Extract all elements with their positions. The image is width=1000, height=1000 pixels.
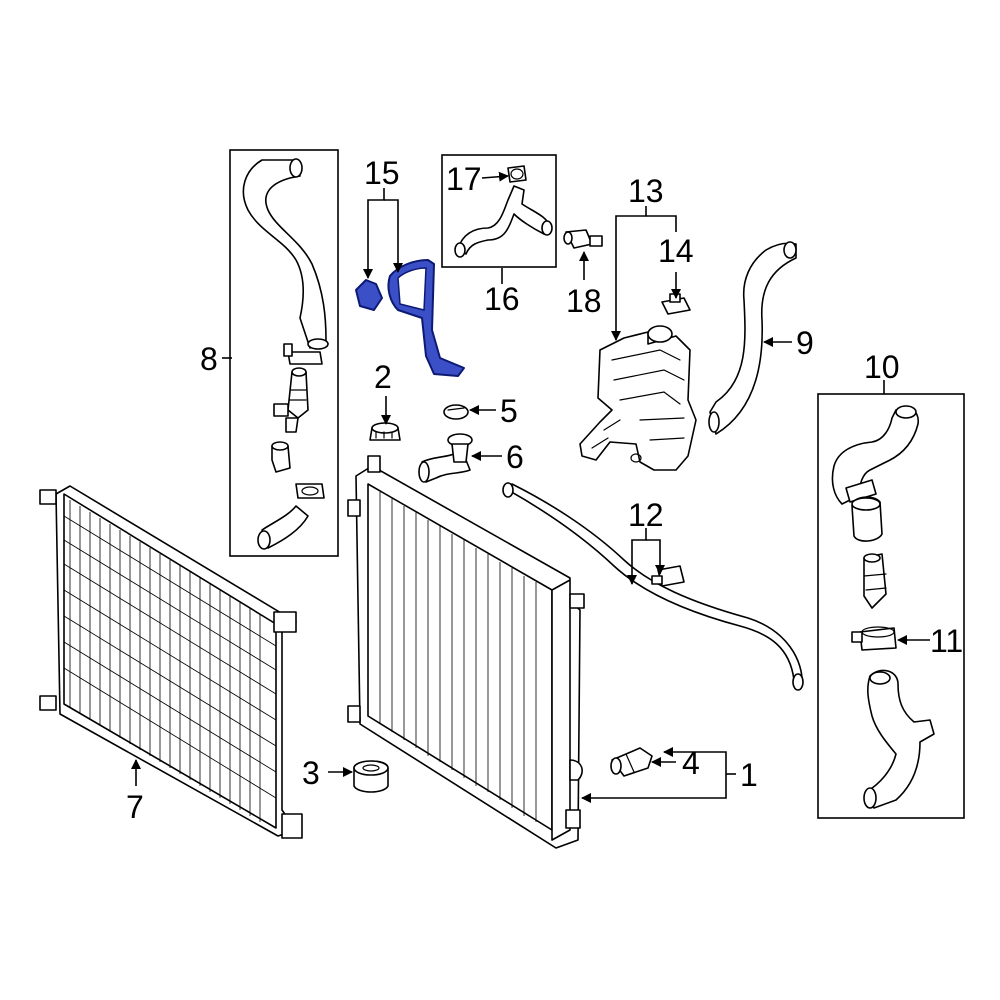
callout-7: 7 bbox=[126, 789, 144, 825]
thermostat-fitting[interactable] bbox=[863, 553, 887, 609]
short-hose[interactable] bbox=[257, 505, 309, 550]
callout-16: 16 bbox=[484, 281, 520, 317]
callout-15: 15 bbox=[364, 155, 400, 191]
callout-12: 12 bbox=[628, 497, 664, 533]
callout-13: 13 bbox=[628, 173, 664, 209]
overflow-hose-12[interactable] bbox=[502, 482, 804, 691]
callout-10: 10 bbox=[864, 349, 900, 385]
callout-11: 11 bbox=[930, 623, 963, 659]
callout-3: 3 bbox=[302, 755, 320, 791]
callout-9: 9 bbox=[796, 325, 814, 361]
inlet-fitting-6[interactable] bbox=[418, 433, 473, 483]
callout-1: 1 bbox=[740, 757, 758, 793]
callout-6: 6 bbox=[506, 439, 524, 475]
drain-plug-4[interactable] bbox=[610, 747, 653, 777]
leader-lines bbox=[131, 171, 930, 803]
upper-radiator-hose[interactable] bbox=[242, 158, 329, 350]
radiator-1[interactable] bbox=[347, 455, 585, 849]
callout-18: 18 bbox=[566, 283, 602, 319]
bleeder-fitting[interactable] bbox=[271, 441, 291, 473]
hose-clamp-17[interactable] bbox=[507, 165, 527, 183]
callout-2: 2 bbox=[374, 359, 392, 395]
hose-clamp-lower[interactable] bbox=[295, 483, 325, 499]
deflector-clip-15[interactable] bbox=[355, 279, 383, 311]
reservoir-hose-9[interactable] bbox=[708, 241, 797, 435]
condenser-7[interactable] bbox=[39, 485, 303, 839]
lower-hose-upper-section[interactable] bbox=[831, 405, 919, 505]
air-deflector-15[interactable] bbox=[387, 259, 465, 377]
callout-4: 4 bbox=[682, 745, 700, 781]
bypass-hose-16[interactable] bbox=[454, 185, 553, 258]
coolant-reservoir-13[interactable] bbox=[579, 325, 697, 471]
cap-5[interactable] bbox=[443, 404, 469, 420]
hose-connector-18[interactable] bbox=[563, 229, 603, 249]
hose-kit-box-8 bbox=[229, 149, 339, 557]
callout-17: 17 bbox=[446, 161, 482, 197]
callout-14: 14 bbox=[658, 233, 694, 269]
callout-labels: 1 2 3 4 5 6 7 8 9 10 11 12 13 14 15 16 1… bbox=[126, 155, 963, 825]
callout-5: 5 bbox=[500, 393, 518, 429]
coupling-10[interactable] bbox=[851, 496, 883, 542]
grommet-3[interactable] bbox=[353, 760, 389, 793]
hose-clamp-upper[interactable] bbox=[283, 343, 323, 365]
hose-kit-box-10 bbox=[817, 393, 965, 819]
hose-clamp-10[interactable] bbox=[845, 479, 877, 503]
radiator-cap-2[interactable] bbox=[369, 422, 401, 441]
hose-kit-box-16 bbox=[441, 154, 557, 268]
water-outlet-fitting[interactable] bbox=[273, 367, 309, 433]
hose-clamp-11[interactable] bbox=[851, 626, 897, 651]
hose-clip-12[interactable] bbox=[651, 565, 685, 587]
callout-8: 8 bbox=[200, 341, 218, 377]
lower-hose-lower-section[interactable] bbox=[863, 669, 935, 809]
